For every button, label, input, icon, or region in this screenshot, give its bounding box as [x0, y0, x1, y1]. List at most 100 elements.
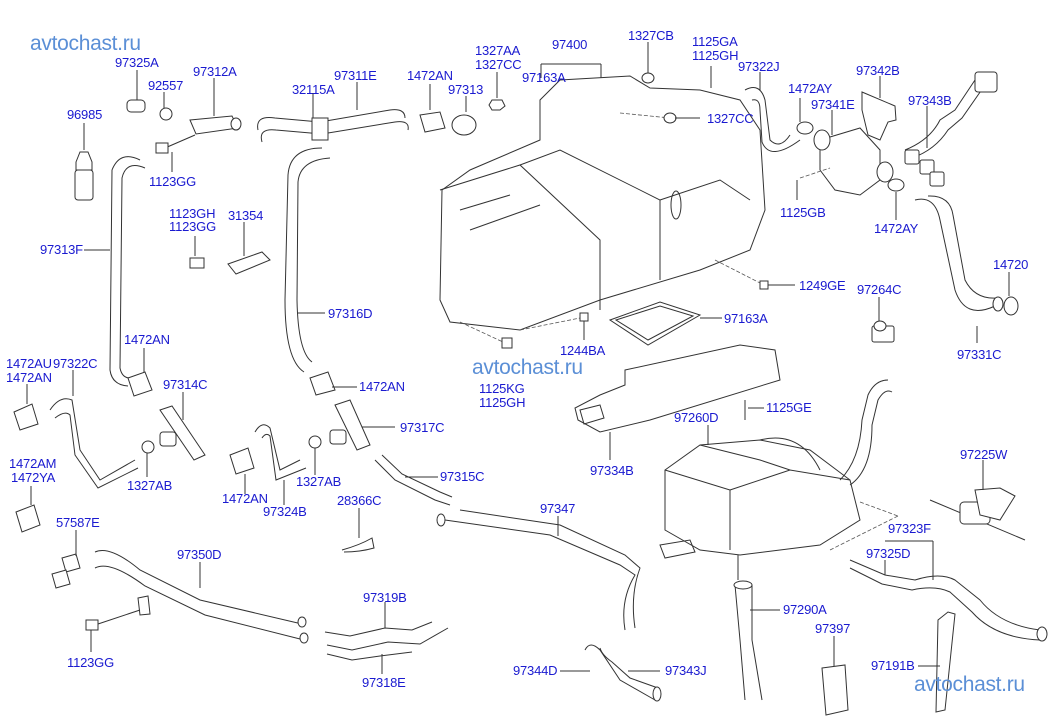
part-label-97322j[interactable]: 97322J — [738, 59, 780, 74]
part-label-1244ba[interactable]: 1244BA — [560, 343, 606, 358]
joint-97312a-part[interactable] — [155, 78, 242, 172]
sensor-97264c-part[interactable] — [871, 297, 895, 343]
pad-97397-part[interactable] — [821, 636, 849, 716]
part-label-28366c[interactable]: 28366C — [337, 493, 382, 508]
gasket-97163a-part[interactable] — [608, 301, 722, 346]
part-label-97331c[interactable]: 97331C — [957, 347, 1002, 362]
part-label-31354[interactable]: 31354 — [228, 208, 264, 223]
clip-1472an-top-part[interactable] — [419, 84, 446, 133]
part-label-97341e[interactable]: 97341E — [811, 97, 855, 112]
clamp-14720-part[interactable] — [1003, 272, 1019, 316]
part-label-1125gb[interactable]: 1125GB — [780, 205, 826, 220]
hose-97311e-part[interactable] — [257, 82, 409, 143]
bar-97191b-part[interactable] — [918, 611, 956, 713]
part-label-97344d[interactable]: 97344D — [513, 663, 558, 678]
hose-97324b-part[interactable] — [254, 424, 307, 505]
part-label-32115a[interactable]: 32115A — [292, 82, 335, 97]
hose-97322c-part[interactable] — [49, 370, 139, 489]
part-label-1123gh[interactable]: 1123GH — [169, 206, 216, 221]
part-label-97225w[interactable]: 97225W — [960, 447, 1008, 462]
part-label-1472ay-top[interactable]: 1472AY — [788, 81, 833, 96]
pipe-97319b-part[interactable] — [324, 602, 449, 674]
heater-97260d-part[interactable] — [659, 379, 899, 580]
part-label-1123gg-c[interactable]: 1123GG — [67, 655, 114, 670]
part-label-97313f[interactable]: 97313F — [40, 242, 83, 257]
part-label-1123gg-a[interactable]: 1123GG — [149, 174, 196, 189]
part-label-1472an-mid[interactable]: 1472AN — [359, 379, 405, 394]
part-label-97343b[interactable]: 97343B — [908, 93, 952, 108]
part-label-96985[interactable]: 96985 — [67, 107, 103, 122]
clip-1472an-mid-part[interactable] — [309, 371, 357, 396]
part-label-1472ay-bot[interactable]: 1472AY — [874, 221, 919, 236]
valve-97225w-part[interactable] — [929, 460, 1026, 541]
part-label-1472an-top[interactable]: 1472AN — [407, 68, 453, 83]
part-label-97264c[interactable]: 97264C — [857, 282, 902, 297]
part-label-1123gg-b[interactable]: 1123GG — [169, 219, 216, 234]
part-label-1327ab-a[interactable]: 1327AB — [127, 478, 173, 493]
part-label-97342b[interactable]: 97342B — [856, 63, 900, 78]
hose-97322j-part[interactable] — [744, 72, 801, 152]
part-label-1327cc-a[interactable]: 1327CC — [475, 57, 522, 72]
pipe-97290a-part[interactable] — [733, 580, 780, 701]
part-label-1472an-low[interactable]: 1472AN — [222, 491, 268, 506]
part-label-1125gh-top[interactable]: 1125GH — [692, 48, 739, 63]
clip-1472an-left-part[interactable] — [127, 348, 153, 397]
pipe-97344d-part[interactable] — [560, 644, 662, 702]
nut-1327aa-part[interactable] — [488, 72, 506, 111]
part-label-1249ge[interactable]: 1249GE — [799, 278, 846, 293]
part-label-97343j[interactable]: 97343J — [665, 663, 707, 678]
part-label-97191b[interactable]: 97191B — [871, 658, 915, 673]
part-label-1472an-left[interactable]: 1472AN — [124, 332, 170, 347]
part-label-97315c[interactable]: 97315C — [440, 469, 485, 484]
part-label-97163a-top[interactable]: 97163A — [522, 70, 566, 85]
part-label-97312a[interactable]: 97312A — [193, 64, 237, 79]
grommet-97313-part[interactable] — [451, 96, 477, 136]
sensor-96985-part[interactable] — [74, 123, 94, 201]
part-label-97318e[interactable]: 97318E — [362, 675, 406, 690]
part-label-97313[interactable]: 97313 — [448, 82, 484, 97]
part-label-97290a[interactable]: 97290A — [783, 602, 827, 617]
strap-28366c-part[interactable] — [341, 508, 375, 553]
part-label-1125ge[interactable]: 1125GE — [766, 400, 812, 415]
part-label-1327ab-b[interactable]: 1327AB — [296, 474, 342, 489]
plug-97325a-part[interactable] — [126, 70, 146, 113]
bracket-31354-part[interactable] — [189, 222, 271, 275]
part-label-1472am[interactable]: 1472AM — [9, 456, 57, 471]
part-label-1327cb[interactable]: 1327CB — [628, 28, 674, 43]
hose-97316d-part[interactable] — [284, 147, 331, 373]
part-label-97324b[interactable]: 97324B — [263, 504, 307, 519]
bracket-97342b-part[interactable] — [861, 76, 897, 141]
part-label-97347[interactable]: 97347 — [540, 501, 576, 516]
part-label-97260d[interactable]: 97260D — [674, 410, 719, 425]
part-label-1125ga[interactable]: 1125GA — [692, 34, 738, 49]
part-label-92557[interactable]: 92557 — [148, 78, 184, 93]
hose-97331c-part[interactable] — [914, 195, 1004, 343]
part-label-97400[interactable]: 97400 — [552, 37, 588, 52]
part-label-1327cc-b[interactable]: 1327CC — [707, 111, 754, 126]
part-label-97322c[interactable]: 97322C — [53, 356, 98, 371]
part-label-97397[interactable]: 97397 — [815, 621, 851, 636]
valve-97314c-part[interactable] — [141, 392, 206, 477]
part-label-1125kg[interactable]: 1125KG — [479, 381, 525, 396]
part-label-97325d[interactable]: 97325D — [866, 546, 911, 561]
part-label-57587e[interactable]: 57587E — [56, 515, 100, 530]
valve-97317c-part[interactable] — [308, 399, 395, 475]
pipe-97350d-part[interactable] — [85, 550, 309, 652]
hose-97315c-part[interactable] — [374, 454, 453, 506]
hose-97313f-part[interactable] — [84, 156, 146, 387]
heater-unit-97400-part[interactable] — [439, 42, 795, 349]
part-label-97316d[interactable]: 97316D — [328, 306, 373, 321]
clip-57587e-part[interactable] — [51, 530, 81, 589]
clip-1472au-part[interactable] — [13, 384, 39, 431]
part-label-97350d[interactable]: 97350D — [177, 547, 222, 562]
pipe-97347-part[interactable] — [436, 509, 641, 631]
part-label-1472ya[interactable]: 1472YA — [11, 470, 56, 485]
part-label-1327aa[interactable]: 1327AA — [475, 43, 521, 58]
part-label-97311e[interactable]: 97311E — [334, 68, 377, 83]
part-label-1472an-l2[interactable]: 1472AN — [6, 370, 52, 385]
part-label-97317c[interactable]: 97317C — [400, 420, 445, 435]
clip-1472an-low-part[interactable] — [229, 447, 255, 494]
cap-92557-part[interactable] — [159, 92, 173, 121]
part-label-97319b[interactable]: 97319B — [363, 590, 407, 605]
part-label-97325a[interactable]: 97325A — [115, 55, 159, 70]
